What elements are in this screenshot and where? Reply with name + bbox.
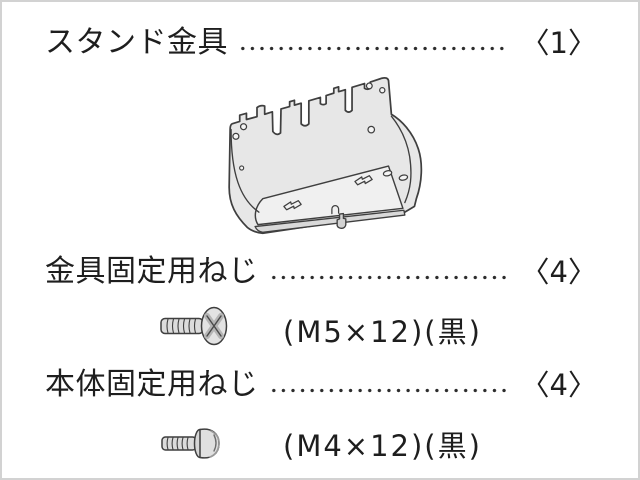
screw-spec: (M4×12)(黒) [283,429,482,463]
stand-bracket-icon [228,76,423,235]
part-row-bracket-screws: 金具固定用ねじ 〈4〉 [45,252,597,292]
dotted-leader [268,274,509,280]
screw-spec: (M5×12)(黒) [283,315,482,349]
part-quantity: 〈4〉 [520,255,597,289]
part-name: 金具固定用ねじ [45,254,259,289]
part-row-stand-bracket: スタンド金具 〈1〉 [45,23,597,63]
part-name: 本体固定用ねじ [45,367,259,402]
m4-screw-icon [161,428,220,459]
dotted-leader [268,387,509,393]
part-name: スタンド金具 [45,25,228,60]
m5-screw-icon [160,306,228,346]
dotted-leader [238,45,509,51]
part-row-body-screws: 本体固定用ねじ 〈4〉 [45,365,597,405]
part-quantity: 〈1〉 [520,26,597,60]
part-quantity: 〈4〉 [520,368,597,402]
